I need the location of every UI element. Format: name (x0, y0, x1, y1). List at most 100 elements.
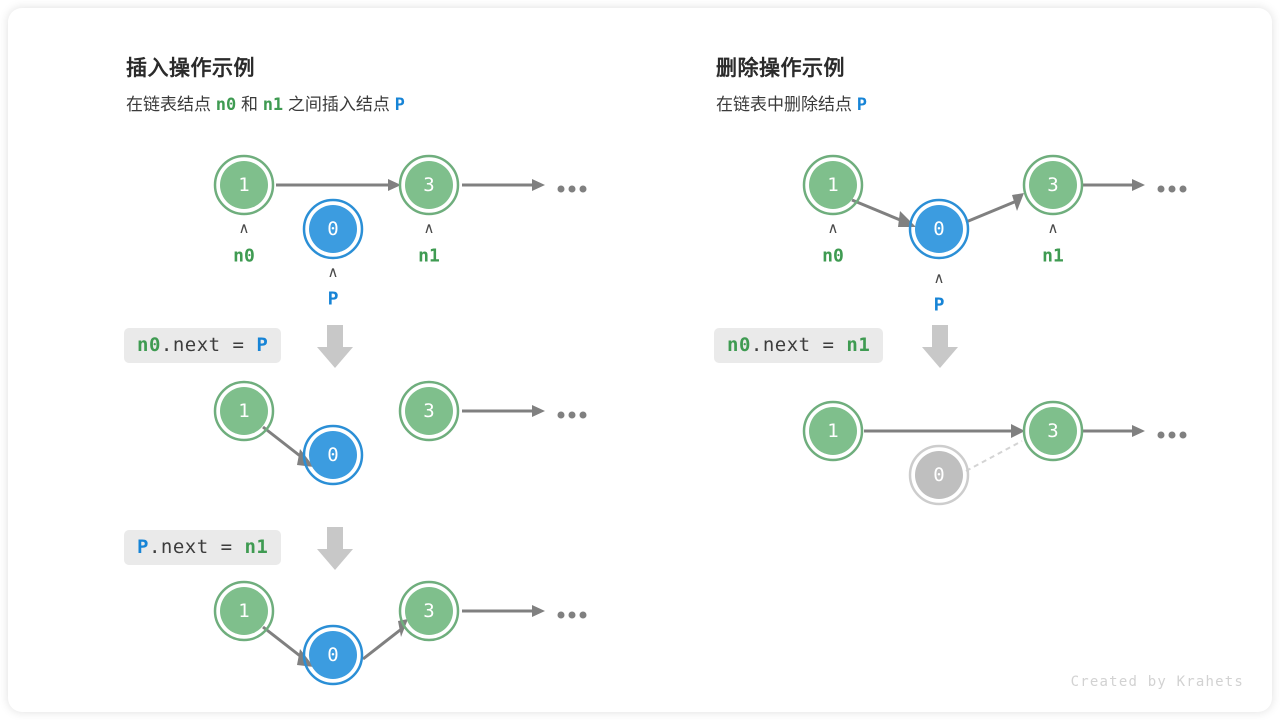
caret-icon-n1: ∧ (424, 219, 435, 237)
insert-step2-code: P.next = n1 (124, 530, 282, 565)
subtitle-var-p: P (856, 95, 867, 115)
subtitle-var-p: P (394, 95, 405, 115)
node-n1-value: 3 (423, 400, 434, 422)
diagram-card: 插入操作示例 在链表结点 n0 和 n1 之间插入结点 P 1 (8, 8, 1272, 712)
arrowhead-n1-to-next (1132, 179, 1145, 191)
node-n0-value: 1 (827, 174, 838, 196)
insert-panel-title: 插入操作示例 (126, 57, 255, 80)
node-n1-value: 3 (423, 600, 434, 622)
node-n0: 1 (213, 154, 275, 216)
node-n1-value: 3 (423, 174, 434, 196)
node-n0: 1 (802, 400, 864, 462)
node-p: 0 (908, 198, 970, 260)
node-n1: 3 (398, 380, 460, 442)
arrowhead-n1-to-next (532, 605, 545, 617)
arrowhead-n1-to-next (532, 405, 545, 417)
subtitle-text-1: 在链表中删除结点 (716, 95, 852, 114)
node-p: 0 (302, 198, 364, 260)
node-deleted: 0 (908, 444, 970, 506)
caret-icon-n1: ∧ (1048, 219, 1059, 237)
insert-row-initial: 1 3 0 ∧ n0 ∧ n1 ∧ P (213, 154, 587, 310)
pointer-label-p: P (934, 295, 945, 316)
node-n1-value: 3 (1047, 420, 1058, 442)
code-lhs: n0 (727, 334, 751, 356)
pointer-label-n1: n1 (418, 246, 440, 267)
code-rhs: P (256, 334, 269, 356)
ellipsis-dots (557, 411, 587, 419)
node-n0-value: 1 (238, 600, 249, 622)
delete-panel-subtitle: 在链表中删除结点 P (716, 90, 867, 115)
delete-row-initial: 1 3 0 ∧ n0 ∧ n1 ∧ P (802, 154, 1187, 316)
arrowhead-n0-to-p (297, 449, 314, 467)
down-arrow-icon-delete-1 (922, 325, 958, 368)
arrow-n0-to-p (262, 625, 305, 661)
caret-icon-p: ∧ (328, 263, 339, 281)
node-n0: 1 (213, 380, 275, 442)
arrowhead-n1-to-next (532, 179, 545, 191)
insert-row-after-step2: 1 3 0 (213, 580, 587, 686)
node-p-value: 0 (327, 644, 338, 666)
arrowhead-n0-to-n1 (1011, 424, 1025, 438)
pointer-label-p: P (328, 289, 339, 310)
caret-icon-n0: ∧ (239, 219, 250, 237)
code-mid: .next = (750, 334, 847, 356)
code-lhs: P (137, 536, 149, 558)
code-mid: .next = (160, 334, 257, 356)
pointer-label-n1: n1 (1042, 246, 1064, 267)
node-n0: 1 (802, 154, 864, 216)
arrow-n0-to-p (851, 198, 906, 224)
node-n1: 3 (1022, 154, 1084, 216)
insert-panel-subtitle: 在链表结点 n0 和 n1 之间插入结点 P (126, 90, 405, 115)
arrow-p-to-n1 (362, 625, 405, 661)
pointer-label-n0: n0 (233, 246, 255, 267)
ellipsis-dots (557, 611, 587, 619)
node-deleted-value: 0 (933, 464, 944, 486)
arrow-dead-p-to-n1 (965, 440, 1023, 472)
arrow-n0-to-p (262, 425, 305, 461)
code-lhs: n0 (137, 334, 161, 356)
code-rhs: n1 (846, 334, 871, 356)
ellipsis-dots (557, 185, 587, 193)
subtitle-var-n0: n0 (215, 95, 237, 115)
watermark: Created by Krahets (1070, 674, 1244, 690)
down-arrow-icon-insert-2 (317, 527, 353, 570)
pointer-label-n0: n0 (822, 246, 844, 267)
ellipsis-dots (1157, 185, 1187, 193)
node-n0-value: 1 (238, 400, 249, 422)
code-rhs: n1 (244, 536, 269, 558)
caret-icon-n0: ∧ (828, 219, 839, 237)
ellipsis-dots (1157, 431, 1187, 439)
node-n0-value: 1 (827, 420, 838, 442)
insert-step1-code: n0.next = P (124, 328, 282, 363)
arrowhead-n0-to-p (297, 649, 314, 667)
delete-row-after: 1 3 0 (802, 400, 1187, 506)
insert-panel: 插入操作示例 在链表结点 n0 和 n1 之间插入结点 P 1 (8, 8, 640, 712)
node-p: 0 (302, 624, 364, 686)
node-n1: 3 (1022, 400, 1084, 462)
node-n0-value: 1 (238, 174, 249, 196)
node-n1: 3 (398, 154, 460, 216)
node-p: 0 (302, 424, 364, 486)
node-p-value: 0 (327, 444, 338, 466)
subtitle-text-3: 之间插入结点 (287, 95, 390, 114)
arrowhead-n1-to-next (1132, 425, 1145, 437)
down-arrow-icon-insert-1 (317, 325, 353, 368)
node-p-value: 0 (327, 218, 338, 240)
arrowhead-p-to-n1 (398, 619, 408, 637)
subtitle-var-n1: n1 (262, 95, 284, 115)
arrow-p-to-n1 (965, 198, 1020, 224)
delete-step1-code: n0.next = n1 (714, 328, 884, 363)
delete-panel: 删除操作示例 在链表中删除结点 P 1 3 (640, 8, 1272, 712)
delete-panel-title: 删除操作示例 (716, 57, 845, 80)
caret-icon-p: ∧ (934, 269, 945, 287)
arrowhead-n0-to-n1 (388, 179, 401, 191)
node-n0: 1 (213, 580, 275, 642)
subtitle-text-2: 和 (240, 95, 258, 114)
node-n1-value: 3 (1047, 174, 1058, 196)
subtitle-text-1: 在链表结点 (126, 95, 211, 114)
node-p-value: 0 (933, 218, 944, 240)
node-n1: 3 (398, 580, 460, 642)
code-mid: .next = (148, 536, 245, 558)
arrowhead-p-to-n1 (1012, 193, 1024, 211)
insert-row-after-step1: 1 3 0 (213, 380, 587, 486)
